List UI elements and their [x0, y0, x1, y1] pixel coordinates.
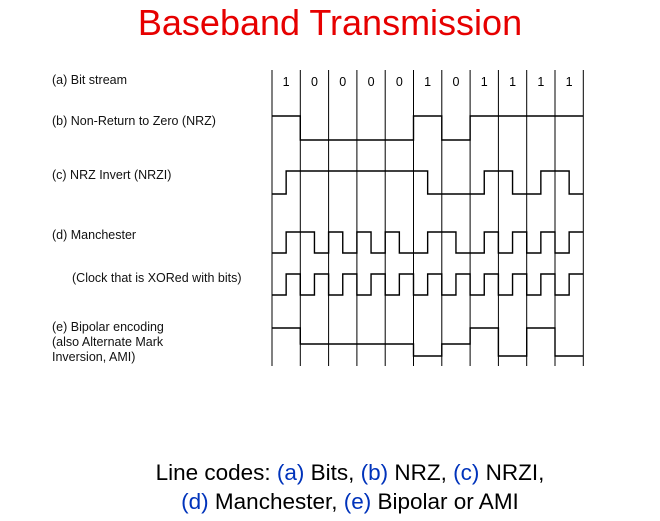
caption-text-b: NRZ, — [388, 460, 454, 485]
nrzi-waveform — [272, 170, 584, 195]
caption-letter-d: (d) — [181, 489, 209, 514]
bit-value: 0 — [396, 75, 403, 89]
bit-value: 1 — [566, 75, 573, 89]
bit-value: 1 — [509, 75, 516, 89]
caption-letter-a: (a) — [276, 460, 305, 485]
bit-value: 0 — [311, 75, 318, 89]
label-clock: (Clock that is XORed with bits) — [72, 271, 242, 285]
label-nrz: (b) Non-Return to Zero (NRZ) — [52, 114, 216, 128]
nrz-waveform — [272, 115, 584, 141]
bipolar-waveform — [272, 327, 584, 357]
caption-text-d: Manchester, — [208, 489, 344, 514]
label-nrzi: (c) NRZ Invert (NRZI) — [52, 168, 172, 182]
label-bit-stream: (a) Bit stream — [52, 73, 128, 87]
bit-value: 0 — [339, 75, 346, 89]
caption-letter-e: (e) — [343, 489, 372, 514]
manchester-waveform — [272, 231, 584, 254]
bit-value: 1 — [537, 75, 544, 89]
caption-text-e: Bipolar or AMI — [371, 489, 519, 514]
bit-value: 0 — [452, 75, 459, 89]
caption-text-a: Bits, — [304, 460, 361, 485]
bit-value: 1 — [283, 75, 290, 89]
label-bipolar: (e) Bipolar encoding (also Alternate Mar… — [52, 320, 164, 364]
clock-waveform — [272, 273, 584, 296]
caption-letter-b: (b) — [360, 460, 389, 485]
caption-prefix: Line codes: — [155, 460, 277, 485]
slide-title: Baseband Transmission — [137, 2, 523, 43]
caption: Line codes: (a) Bits, (b) NRZ, (c) NRZI,… — [0, 458, 660, 516]
waveform-diagram: 1 0 0 0 0 1 0 1 1 1 1 — [271, 70, 584, 366]
caption-text-c: NRZI, — [479, 460, 545, 485]
label-manchester: (d) Manchester — [52, 228, 137, 242]
bit-value: 0 — [368, 75, 375, 89]
caption-letter-c: (c) — [453, 460, 480, 485]
bit-value: 1 — [424, 75, 431, 89]
bit-value: 1 — [481, 75, 488, 89]
